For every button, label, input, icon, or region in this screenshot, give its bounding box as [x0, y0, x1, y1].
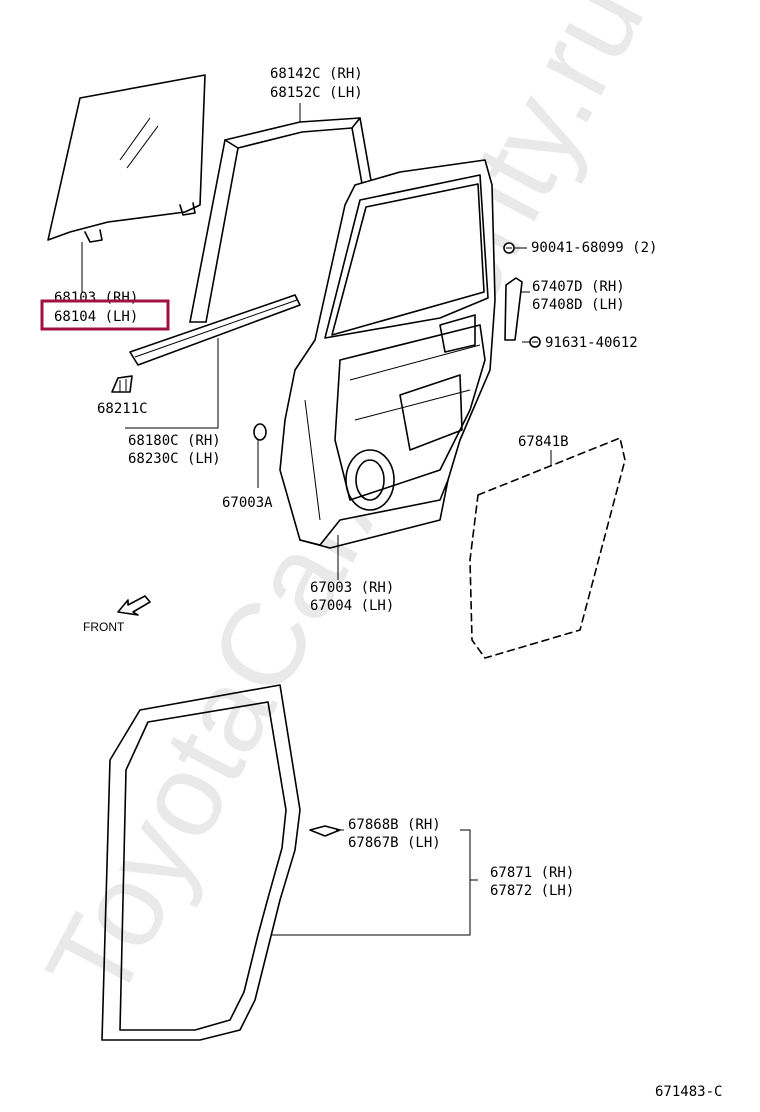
label-ws-clip-lh: 67867B (LH): [348, 835, 441, 851]
service-hole-cover[interactable]: [469, 437, 626, 659]
bolt[interactable]: [503, 242, 515, 254]
frame-cover[interactable]: [504, 277, 523, 341]
label-belt-rh: 68180C (RH): [128, 433, 221, 449]
door-weatherstrip[interactable]: [101, 684, 301, 1041]
label-service-cover: 67841B: [518, 434, 569, 450]
label-bolt: 90041-68099 (2): [531, 240, 657, 256]
label-panel-rh: 67003 (RH): [310, 580, 394, 596]
door-panel[interactable]: [279, 159, 496, 549]
label-ws-clip-rh: 67868B (RH): [348, 817, 441, 833]
label-weatherstrip-rh: 67871 (RH): [490, 865, 574, 881]
moulding-clip[interactable]: [111, 375, 133, 393]
label-frame-cover-lh: 67408D (LH): [532, 297, 625, 313]
label-panel-lh: 67004 (LH): [310, 598, 394, 614]
figure-code: 671483-C: [655, 1084, 722, 1100]
weatherstrip-clip[interactable]: [309, 825, 341, 837]
label-channel-rh: 68142C (RH): [270, 66, 363, 82]
leader-weatherstrip: [272, 829, 478, 936]
leader-belt: [125, 338, 219, 429]
highlight-box: [40, 299, 170, 331]
label-belt-lh: 68230C (LH): [128, 451, 221, 467]
screw[interactable]: [529, 336, 541, 348]
label-clip: 68211C: [97, 401, 148, 417]
hole-plug[interactable]: [253, 423, 267, 441]
belt-moulding[interactable]: [129, 294, 301, 366]
front-arrow-icon: [117, 595, 151, 616]
door-glass[interactable]: [47, 74, 206, 243]
label-frame-cover-rh: 67407D (RH): [532, 279, 625, 295]
label-plug: 67003A: [222, 495, 273, 511]
label-screw: 91631-40612: [545, 335, 638, 351]
label-channel-lh: 68152C (LH): [270, 85, 363, 101]
label-front: FRONT: [83, 620, 125, 634]
label-glass-lh: 68104 (LH): [54, 309, 138, 325]
label-glass-rh: 68103 (RH): [54, 290, 138, 306]
label-weatherstrip-lh: 67872 (LH): [490, 883, 574, 899]
